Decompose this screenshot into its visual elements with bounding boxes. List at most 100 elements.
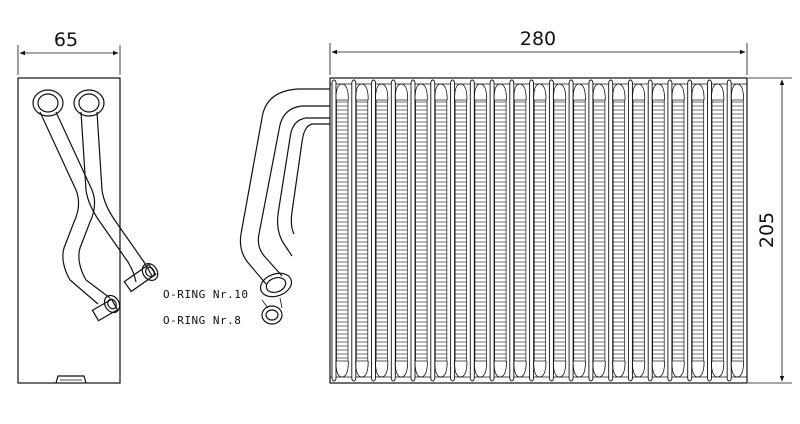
front-fitting-upper: [259, 272, 293, 298]
header-cap-bottom: [572, 360, 586, 378]
fin-block: [711, 99, 724, 362]
header-cap-bottom: [671, 360, 685, 378]
dimension-height: 205: [748, 77, 792, 384]
header-cap-bottom: [592, 360, 606, 378]
header-cap-top: [493, 83, 507, 101]
tube-plate: [588, 79, 594, 382]
tube-plate: [489, 79, 495, 382]
fin-block: [632, 99, 645, 362]
fin-block: [553, 99, 566, 362]
header-cap-top: [711, 83, 725, 101]
side-view: [17, 77, 159, 384]
dimension-side-width: 65: [17, 29, 121, 75]
fin-block: [375, 99, 388, 362]
header-cap-top: [552, 83, 567, 101]
header-cap-top: [671, 83, 685, 101]
fin-block: [454, 99, 467, 362]
oring-nr8-label: O-RING Nr.8: [163, 314, 241, 327]
fin-block: [395, 99, 408, 362]
header-cap-top: [651, 83, 665, 101]
fin-block: [672, 99, 685, 362]
fin-block: [533, 99, 547, 362]
header-cap-bottom: [434, 360, 448, 378]
header-cap-bottom: [612, 360, 626, 378]
dimension-front-width: 280: [329, 28, 748, 75]
tube-plate: [450, 79, 456, 382]
header-cap-top: [375, 83, 389, 101]
fin-block: [474, 99, 487, 362]
tube-plate: [331, 79, 337, 382]
tube-plate: [627, 79, 633, 382]
evaporator-core: [329, 77, 748, 384]
header-cap-bottom: [513, 360, 527, 378]
tube-plate: [667, 79, 673, 382]
fin-block: [652, 99, 665, 362]
fin-block: [415, 99, 428, 362]
header-cap-bottom: [711, 360, 725, 378]
tube-plate: [509, 79, 515, 382]
header-cap-top: [355, 83, 369, 101]
fin-block: [593, 99, 606, 362]
fin-block: [514, 99, 527, 362]
dimension-65-label: 65: [54, 29, 78, 51]
header-cap-bottom: [533, 360, 547, 378]
header-cap-top: [414, 83, 428, 101]
header-cap-bottom: [632, 360, 646, 378]
fin-block: [494, 99, 507, 362]
fin-block: [573, 99, 586, 362]
header-cap-top: [572, 83, 586, 101]
dimension-205-label: 205: [756, 212, 778, 248]
tube-plate: [707, 79, 712, 382]
header-cap-bottom: [454, 360, 468, 378]
tube-plate: [430, 79, 436, 382]
header-cap-bottom: [355, 360, 369, 378]
header-cap-bottom: [691, 360, 705, 378]
header-cap-top: [533, 83, 547, 101]
fin-block: [612, 99, 626, 362]
oring-nr10-label: O-RING Nr.10: [163, 288, 248, 301]
header-cap-bottom: [375, 360, 389, 378]
tube-plate: [469, 79, 475, 382]
side-outlet-fitting-upper: [123, 263, 159, 293]
header-cap-top: [612, 83, 626, 101]
dimension-280-label: 280: [520, 28, 556, 50]
header-cap-top: [335, 83, 349, 101]
header-cap-top: [454, 83, 468, 101]
header-cap-bottom: [493, 360, 507, 378]
tube-plate: [726, 79, 732, 382]
tube-plate: [351, 79, 357, 382]
fin-block: [434, 99, 448, 362]
header-cap-top: [394, 83, 409, 101]
fin-block: [355, 99, 369, 362]
front-view-pipes: [239, 88, 330, 325]
tube-plate: [410, 79, 416, 382]
header-cap-bottom: [394, 360, 409, 378]
header-cap-bottom: [730, 360, 744, 378]
tube-plate: [608, 79, 614, 382]
side-outlet-fitting-lower: [91, 294, 121, 322]
tube-plate: [687, 79, 693, 382]
tube-plate: [568, 79, 574, 382]
fin-block: [731, 99, 744, 362]
header-cap-top: [473, 83, 488, 101]
header-cap-bottom: [552, 360, 567, 378]
header-cap-top: [730, 83, 744, 101]
tube-plate: [548, 79, 554, 382]
tube-plate: [371, 79, 376, 382]
header-cap-top: [632, 83, 646, 101]
header-cap-bottom: [651, 360, 665, 378]
tube-plate: [529, 79, 535, 382]
fin-block: [336, 99, 349, 362]
header-cap-bottom: [335, 360, 349, 378]
header-cap-bottom: [473, 360, 488, 378]
tube-plate: [647, 79, 653, 382]
header-cap-top: [691, 83, 705, 101]
front-fitting-lower: [261, 297, 283, 325]
header-cap-bottom: [414, 360, 428, 378]
fin-block: [691, 99, 705, 362]
header-cap-top: [513, 83, 527, 101]
header-cap-top: [592, 83, 606, 101]
header-cap-top: [434, 83, 448, 101]
tube-plate: [390, 79, 396, 382]
